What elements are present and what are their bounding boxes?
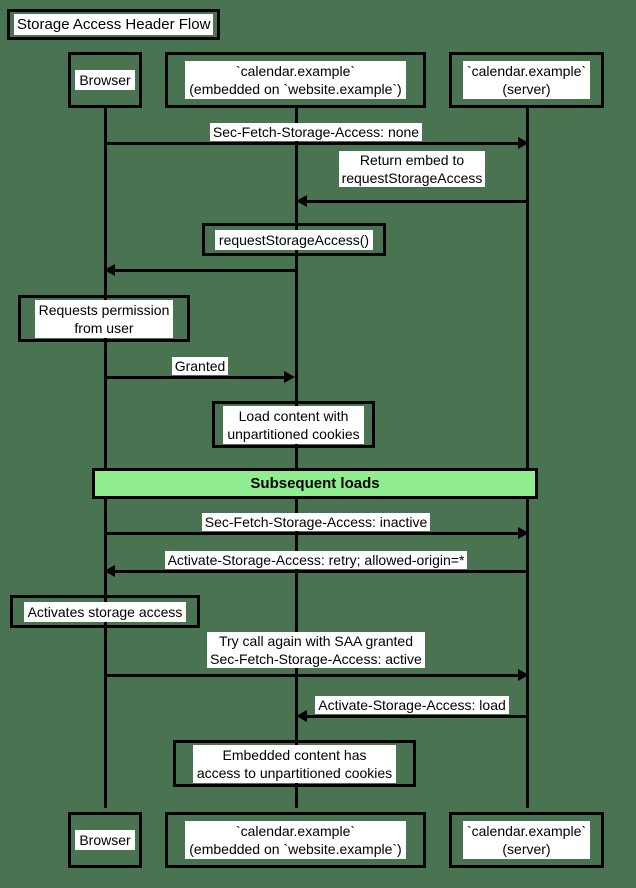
message-text: Granted (171, 357, 229, 375)
page-title: Storage Access Header Flow (14, 14, 214, 35)
participant-label: `calendar.example` (server) (462, 821, 591, 859)
arrowhead-right-icon (518, 669, 529, 681)
participant-embed-bottom[interactable]: `calendar.example` (embedded on `website… (165, 812, 426, 868)
arrowhead-right-icon (518, 527, 529, 539)
participant-browser-top[interactable]: Browser (68, 52, 142, 108)
message-arrow-m1 (105, 142, 520, 145)
message-label-m7: Try call again with SAA granted Sec-Fetc… (105, 632, 527, 668)
message-text: Activate-Storage-Access: load (315, 696, 509, 714)
message-arrow-m6 (114, 570, 527, 573)
participant-server-top[interactable]: `calendar.example` (server) (449, 52, 604, 108)
diagram-title-box: Storage Access Header Flow (7, 9, 221, 40)
arrowhead-right-icon (284, 371, 295, 383)
divider-label: Subsequent loads (250, 474, 380, 492)
message-label-m4: Granted (105, 357, 295, 375)
message-arrow-m2 (306, 200, 527, 203)
message-text: Return embed to requestStorageAccess (338, 151, 486, 187)
participant-label: `calendar.example` (server) (462, 61, 591, 99)
message-label-m1: Sec-Fetch-Storage-Access: none (105, 123, 527, 141)
arrowhead-left-icon (104, 565, 115, 577)
arrowhead-left-icon (104, 264, 115, 276)
note-text: Embedded content has access to unpartiti… (192, 744, 397, 783)
arrowhead-left-icon (296, 710, 307, 722)
message-text: Try call again with SAA granted Sec-Fetc… (207, 632, 425, 668)
participant-server-bottom[interactable]: `calendar.example` (server) (449, 812, 604, 868)
note-requests-permission: Requests permission from user (18, 295, 190, 342)
arrowhead-right-icon (518, 137, 529, 149)
lifeline-embed (295, 108, 298, 808)
note-text: Load content with unpartitioned cookies (223, 405, 364, 444)
lifeline-browser (104, 108, 107, 808)
message-arrow-m8 (306, 715, 527, 718)
message-label-m8: Activate-Storage-Access: load (297, 696, 527, 714)
note-embedded-content-access: Embedded content has access to unpartiti… (173, 740, 416, 787)
note-activates-storage-access: Activates storage access (10, 595, 200, 628)
message-text: Sec-Fetch-Storage-Access: none (209, 123, 423, 141)
message-text: Activate-Storage-Access: retry; allowed-… (164, 551, 468, 569)
message-label-m2: Return embed to requestStorageAccess (297, 151, 527, 187)
participant-label: Browser (75, 70, 135, 90)
note-text: Activates storage access (23, 601, 187, 622)
note-text: requestStorageAccess() (214, 229, 374, 250)
message-arrow-m7 (105, 674, 520, 677)
message-text: Sec-Fetch-Storage-Access: inactive (201, 513, 431, 531)
message-arrow-m4 (105, 376, 285, 379)
message-arrow-m5 (105, 532, 520, 535)
note-text: Requests permission from user (34, 299, 174, 338)
participant-label: `calendar.example` (embedded on `website… (185, 61, 406, 99)
message-label-m6: Activate-Storage-Access: retry; allowed-… (105, 551, 527, 569)
arrowhead-left-icon (296, 195, 307, 207)
participant-label: `calendar.example` (embedded on `website… (185, 821, 406, 859)
message-label-m5: Sec-Fetch-Storage-Access: inactive (105, 513, 527, 531)
participant-browser-bottom[interactable]: Browser (68, 812, 142, 868)
participant-embed-top[interactable]: `calendar.example` (embedded on `website… (165, 52, 426, 108)
participant-label: Browser (75, 830, 135, 850)
message-arrow-m3 (114, 269, 296, 272)
divider-subsequent-loads: Subsequent loads (92, 468, 538, 499)
note-request-storage-access: requestStorageAccess() (202, 223, 386, 256)
lifeline-server (526, 108, 529, 808)
note-load-content: Load content with unpartitioned cookies (212, 401, 375, 448)
